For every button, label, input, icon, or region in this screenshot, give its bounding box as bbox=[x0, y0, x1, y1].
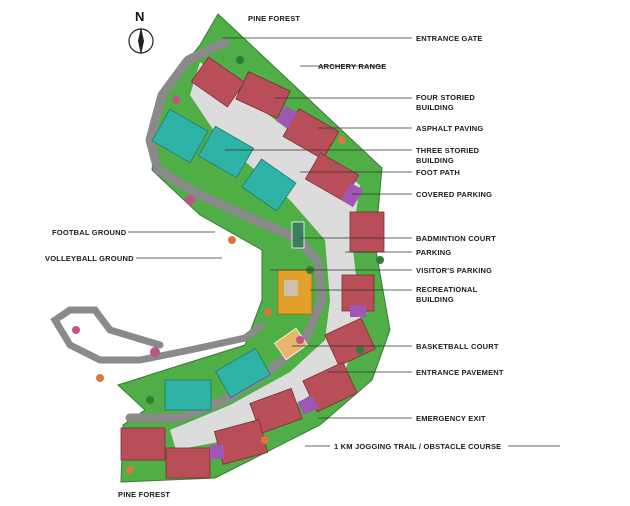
four-storied-building bbox=[249, 387, 303, 435]
four-storied-building bbox=[324, 317, 376, 367]
label-visitors-parking: VISITOR'S PARKING bbox=[416, 266, 492, 275]
label-four-storied-line1: FOUR STORIED bbox=[416, 93, 475, 102]
compass: N bbox=[128, 9, 154, 55]
four-storied-building bbox=[165, 447, 211, 479]
label-asphalt-paving: ASPHALT PAVING bbox=[416, 124, 483, 133]
label-volleyball-ground: VOLLEYBALL GROUND bbox=[45, 254, 134, 263]
covered-parking bbox=[350, 305, 366, 317]
four-storied-building bbox=[235, 71, 291, 119]
three-storied-building bbox=[164, 379, 212, 411]
trees bbox=[72, 56, 384, 474]
three-storied-building bbox=[241, 158, 297, 212]
label-football-ground: FOOTBAL GROUND bbox=[52, 228, 127, 237]
label-three-storied-line1: THREE STORIED bbox=[416, 146, 480, 155]
four-storied-building bbox=[302, 361, 358, 413]
badminton-court bbox=[291, 221, 305, 249]
covered-parking-areas bbox=[210, 105, 366, 459]
label-jogging-trail: 1 KM JOGGING TRAIL / OBSTACLE COURSE bbox=[334, 442, 501, 451]
label-entrance-gate: ENTRANCE GATE bbox=[416, 34, 483, 43]
label-covered-parking: COVERED PARKING bbox=[416, 190, 492, 199]
four-storied-building bbox=[120, 427, 166, 461]
labels: PINE FOREST ENTRANCE GATE ARCHERY RANGE … bbox=[45, 14, 504, 499]
label-entrance-pavement: ENTRANCE PAVEMENT bbox=[416, 368, 504, 377]
label-parking: PARKING bbox=[416, 248, 451, 257]
four-storied-buildings bbox=[120, 56, 385, 479]
road-loop bbox=[50, 306, 266, 364]
three-storied-building bbox=[151, 108, 209, 164]
four-storied-building bbox=[190, 56, 246, 108]
label-three-storied-line2: BUILDING bbox=[416, 156, 454, 165]
label-recreational-line1: RECREATIONAL bbox=[416, 285, 478, 294]
covered-parking bbox=[297, 395, 319, 415]
covered-parking bbox=[276, 105, 298, 129]
label-archery-range: ARCHERY RANGE bbox=[318, 62, 386, 71]
recreational-building bbox=[277, 269, 313, 315]
leader-lines bbox=[128, 37, 560, 447]
three-storied-building bbox=[197, 125, 255, 179]
label-pine-forest-top: PINE FOREST bbox=[248, 14, 300, 23]
label-four-storied-line2: BUILDING bbox=[416, 103, 454, 112]
asphalt-paving-area bbox=[170, 62, 362, 450]
three-storied-building bbox=[215, 347, 271, 399]
label-pine-forest-bottom: PINE FOREST bbox=[118, 490, 170, 499]
four-storied-building bbox=[349, 211, 385, 253]
label-emergency-exit: EMERGENCY EXIT bbox=[416, 414, 486, 423]
three-storied-buildings bbox=[151, 108, 297, 411]
covered-parking bbox=[340, 182, 364, 208]
covered-parking bbox=[210, 445, 224, 459]
compass-north-letter: N bbox=[135, 9, 144, 24]
north-arrow-icon bbox=[138, 27, 144, 55]
label-badminton-court: BADMINTION COURT bbox=[416, 234, 496, 243]
label-recreational-line2: BUILDING bbox=[416, 295, 454, 304]
label-foot-path: FOOT PATH bbox=[416, 168, 460, 177]
label-basketball-court: BASKETBALL COURT bbox=[416, 342, 499, 351]
